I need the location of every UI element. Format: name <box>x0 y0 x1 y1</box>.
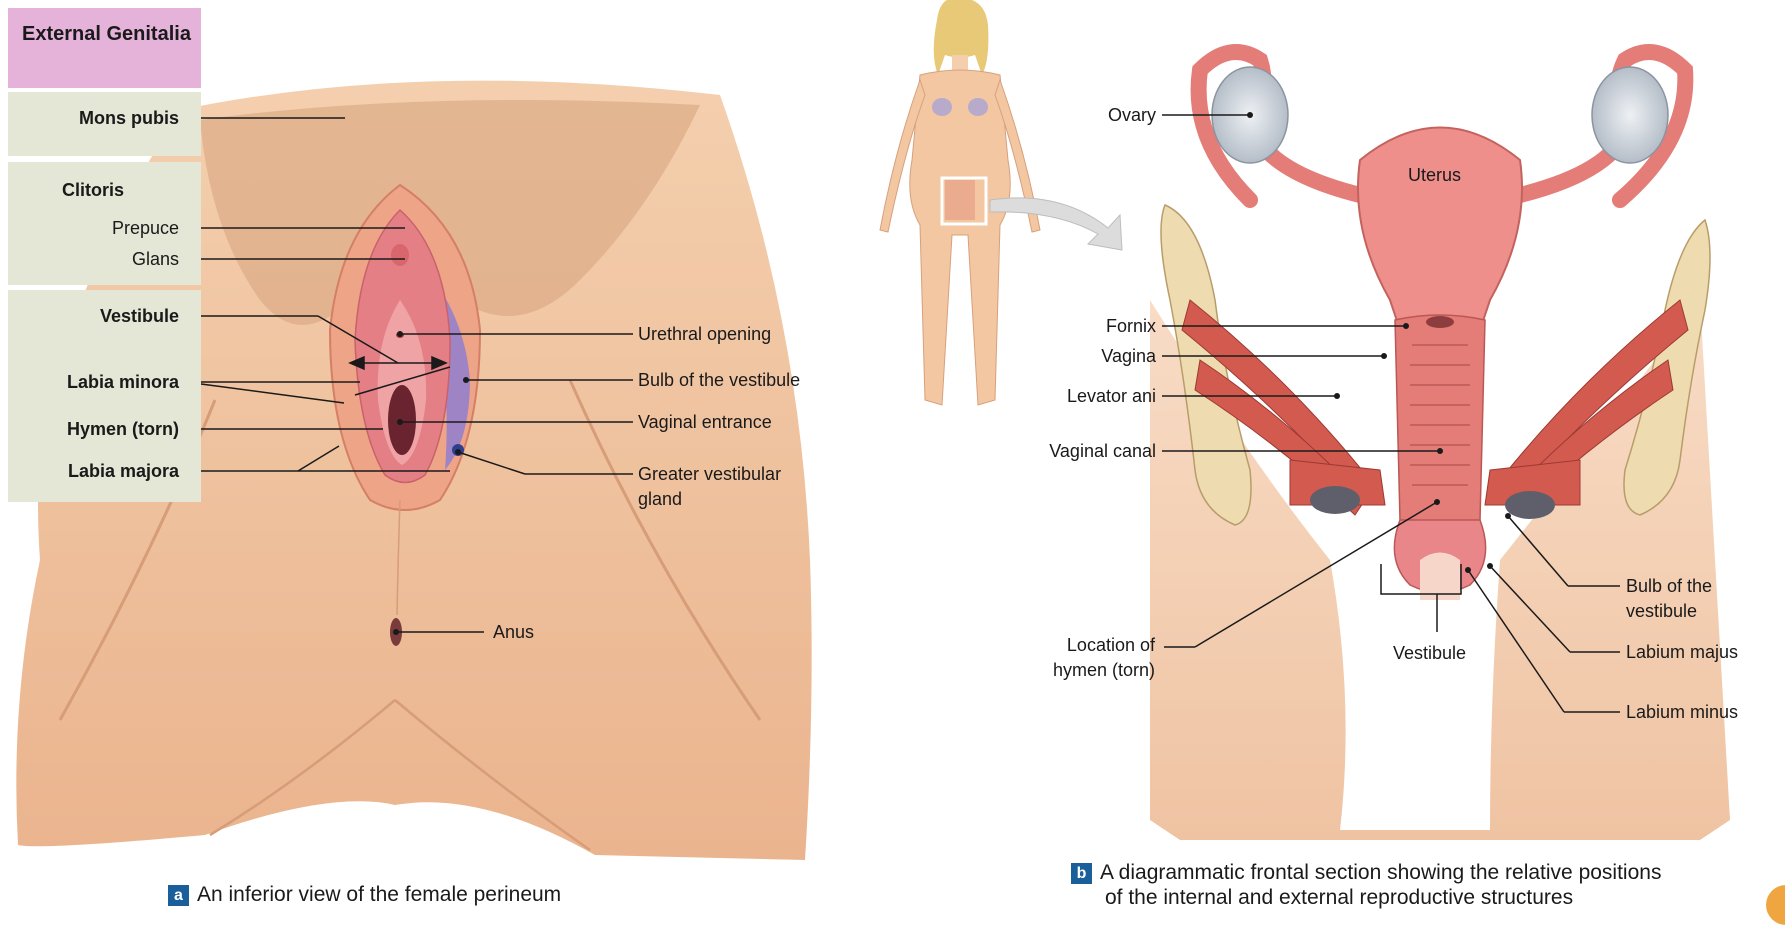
clitoris-glans-shape <box>391 244 409 266</box>
label-labium-minus: Labium minus <box>1626 701 1738 723</box>
zoom-arrow <box>990 198 1122 250</box>
label-greater-vestibular-1: Greater vestibular <box>638 463 781 485</box>
caption-b-text-1: A diagrammatic frontal section showing t… <box>1100 861 1661 884</box>
label-vagina: Vagina <box>1101 345 1156 367</box>
label-glans: Glans <box>132 248 179 270</box>
caption-b-line2: of the internal and external reproductiv… <box>1105 885 1573 911</box>
label-labia-majora: Labia majora <box>68 460 179 482</box>
caption-a-badge: a <box>168 885 189 906</box>
dot-vaginal-entrance <box>397 419 403 425</box>
label-greater-vestibular-2: gland <box>638 488 682 510</box>
label-vaginal-entrance: Vaginal entrance <box>638 411 772 433</box>
label-vaginal-canal: Vaginal canal <box>1049 440 1156 462</box>
caption-a-text: An inferior view of the female perineum <box>197 883 561 906</box>
label-vestibule: Vestibule <box>100 305 179 327</box>
caption-b-badge: b <box>1071 863 1092 884</box>
label-labia-minora: Labia minora <box>67 371 179 393</box>
dot-anus <box>393 629 399 635</box>
label-uterus: Uterus <box>1408 164 1461 186</box>
label-fornix: Fornix <box>1106 315 1156 337</box>
label-bulb-b-1: Bulb of the <box>1626 575 1712 597</box>
label-prepuce: Prepuce <box>112 217 179 239</box>
label-location-of-hymen-2: hymen (torn) <box>1053 659 1155 681</box>
label-mons-pubis: Mons pubis <box>79 107 179 129</box>
label-labium-majus: Labium majus <box>1626 641 1738 663</box>
label-hymen: Hymen (torn) <box>67 418 179 440</box>
caption-a: a An inferior view of the female perineum <box>168 882 561 908</box>
caption-b-text-2: of the internal and external reproductiv… <box>1105 886 1573 909</box>
label-clitoris: Clitoris <box>62 179 124 201</box>
label-levator-ani: Levator ani <box>1067 385 1156 407</box>
label-vestibule-b: Vestibule <box>1393 642 1466 664</box>
label-anus: Anus <box>493 621 534 643</box>
label-urethral-opening: Urethral opening <box>638 323 771 345</box>
dot-bulb <box>463 377 469 383</box>
label-bulb-b-2: vestibule <box>1626 600 1697 622</box>
label-bulb-of-vestibule: Bulb of the vestibule <box>638 369 800 391</box>
dot-gland <box>455 449 461 455</box>
label-location-of-hymen-1: Location of <box>1067 634 1155 656</box>
caption-b: b A diagrammatic frontal section showing … <box>1071 860 1661 886</box>
sidebar-title: External Genitalia <box>8 8 201 88</box>
dot-urethral <box>397 331 403 337</box>
label-ovary: Ovary <box>1108 104 1156 126</box>
